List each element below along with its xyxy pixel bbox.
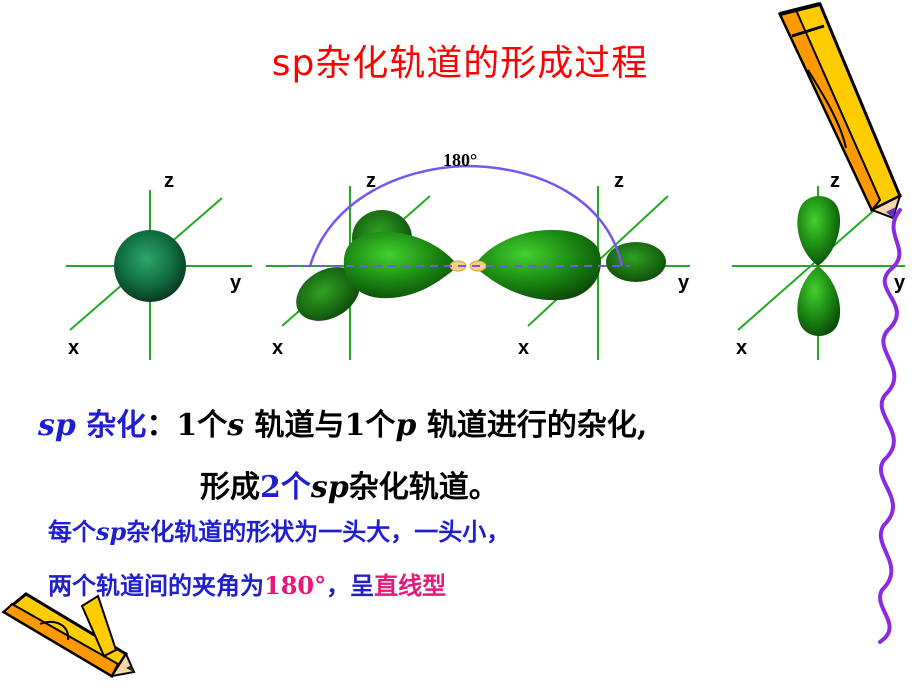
p-lobe-lower (797, 266, 841, 336)
pencil-clipart-bottom (1, 592, 136, 679)
axis-x-label: x (518, 337, 529, 359)
text-fragment: 轨道与1个 (244, 408, 396, 443)
text-fragment: 轨道进行的杂化, (416, 408, 648, 443)
axis-y-label: y (230, 272, 242, 294)
axis-x-line (737, 197, 889, 331)
text-fragment: ，呈 (326, 571, 375, 600)
s-orbital-panel: z y x (66, 170, 252, 360)
text-fragment: 形成 (200, 470, 260, 505)
slide-title: sp杂化轨道的形成过程 (271, 43, 649, 84)
note-shape: 每个sp杂化轨道的形状为一头大，一头小， (48, 512, 510, 547)
term-hybridization: 杂化 (75, 408, 147, 443)
definition-line-1: sp 杂化：1个s 轨道与1个p 轨道进行的杂化, (38, 400, 647, 444)
term-sp: sp (38, 408, 76, 443)
small-lobe (296, 267, 360, 321)
p-orbital-panel: z y x (732, 170, 906, 360)
term-p: p (395, 408, 417, 443)
definition-line-2: 形成2个sp杂化轨道。 (200, 462, 499, 506)
axis-x-label: x (736, 337, 747, 359)
axis-z-label: z (830, 170, 840, 192)
p-lobe-upper (797, 196, 841, 266)
text-fragment: 杂化轨道的形状为一头大，一头小， (126, 517, 511, 546)
axis-y-label: y (678, 272, 690, 294)
text-fragment: 杂化轨道。 (348, 470, 499, 505)
axis-z-label: z (164, 170, 174, 192)
colon: ： (146, 408, 177, 443)
geometry-linear: 直线型 (374, 571, 447, 600)
term-s: s (227, 408, 245, 443)
note-angle: 两个轨道间的夹角为180°，呈直线型 (48, 566, 446, 601)
text-fragment: 每个 (48, 517, 96, 546)
axis-y-label: y (894, 272, 906, 294)
angle-value: 180° (264, 571, 327, 600)
scribble-decoration (878, 208, 902, 644)
term-sp: sp (310, 470, 349, 505)
large-lobe (474, 229, 601, 301)
angle-arc (308, 164, 624, 267)
axis-x-label: x (272, 337, 283, 359)
axis-z-label: z (614, 170, 624, 192)
large-lobe (343, 231, 458, 299)
text-fragment: 1个 (176, 408, 228, 443)
pencil-clipart-top (777, 2, 902, 220)
sp-hybrid-panel: 180° z z y x x (266, 150, 690, 360)
text-fragment: 两个轨道间的夹角为 (48, 571, 264, 600)
orbital-count: 2个 (260, 470, 311, 505)
axis-z-label: z (366, 170, 376, 192)
small-lobe (606, 242, 666, 282)
term-sp: sp (96, 517, 127, 546)
s-orbital-sphere (114, 230, 186, 302)
axis-x-label: x (68, 337, 79, 359)
angle-label: 180° (443, 150, 477, 170)
